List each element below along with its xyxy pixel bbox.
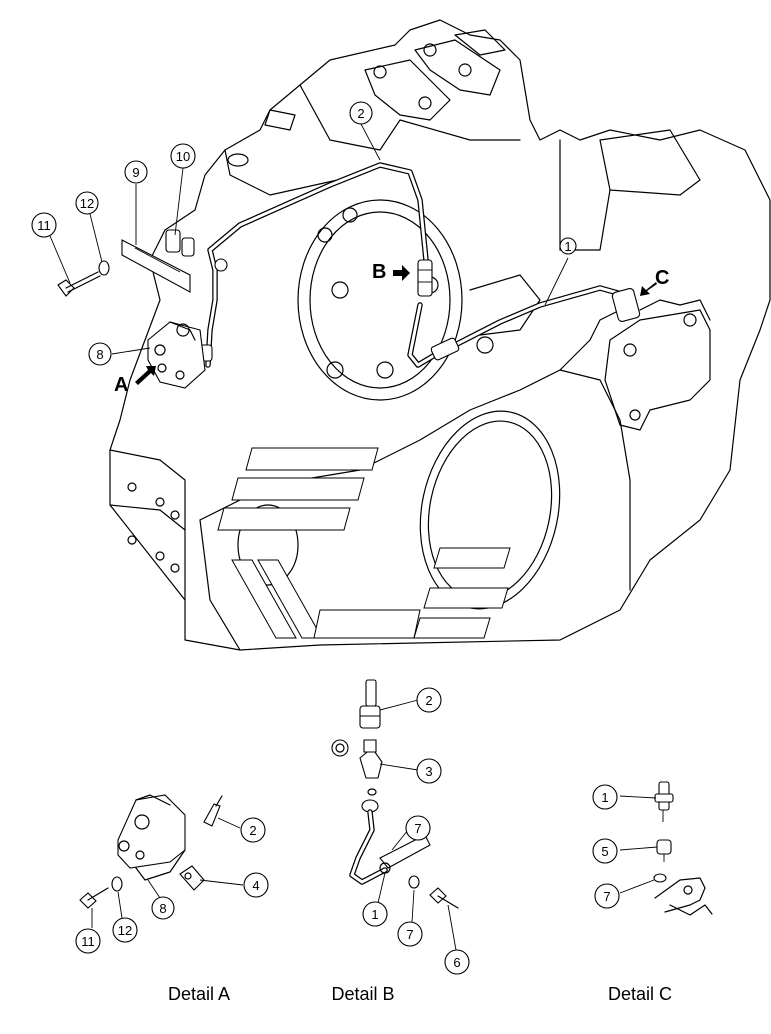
elbow-fitting-b	[417, 259, 433, 297]
callout-number: 8	[96, 347, 103, 362]
callout-number: 2	[425, 693, 432, 708]
callout-number: 1	[371, 907, 378, 922]
callout-c-main-2: 2	[349, 101, 373, 125]
bolt-and-washer	[57, 260, 110, 297]
detail-b-label: Detail B	[331, 984, 394, 1004]
main-leaders	[49, 123, 569, 355]
callout-c-b-7b: 7	[397, 921, 423, 947]
callout-c-c-7: 7	[594, 883, 620, 909]
callout-number: 7	[414, 821, 421, 836]
view-arrow-a	[135, 366, 156, 385]
callout-c-main-12: 12	[75, 191, 99, 215]
callout-circle	[124, 160, 148, 184]
callout-number: 12	[118, 923, 132, 938]
callout-circle	[362, 901, 388, 927]
callout-circle	[31, 212, 57, 238]
view-arrows	[135, 265, 657, 385]
callout-c-main-9: 9	[124, 160, 148, 184]
view-marker-a: A	[114, 374, 128, 396]
callout-circle	[112, 917, 138, 943]
callout-number: 11	[81, 934, 95, 949]
callout-circle	[559, 237, 577, 255]
callout-c-c-1: 1	[592, 784, 618, 810]
callout-circle	[151, 896, 175, 920]
callout-c-b-7a: 7	[405, 815, 431, 841]
callout-number: 3	[425, 764, 432, 779]
view-arrow-b	[393, 265, 410, 281]
callout-c-c-5: 5	[592, 838, 618, 864]
callout-circle	[416, 687, 442, 713]
callout-number: 12	[80, 196, 94, 211]
tee-fitting	[430, 337, 460, 361]
callout-number: 5	[601, 844, 608, 859]
detail-c-drawing	[619, 781, 713, 916]
callout-circle	[240, 817, 266, 843]
callout-c-b-3: 3	[416, 758, 442, 784]
callout-number: 1	[601, 790, 608, 805]
callout-c-main-1: 1	[559, 237, 577, 255]
detail-a-label: Detail A	[168, 984, 230, 1004]
side-cover	[604, 299, 711, 431]
detail-c-label: Detail C	[608, 984, 672, 1004]
callout-circle	[592, 838, 618, 864]
callout-c-b-1: 1	[362, 901, 388, 927]
callout-circle	[397, 921, 423, 947]
callout-c-b-2: 2	[416, 687, 442, 713]
bracket-clamp	[121, 229, 195, 293]
callout-number: 2	[249, 823, 256, 838]
callout-number: 1	[564, 239, 571, 254]
callout-number: 4	[252, 878, 259, 893]
callout-circle	[592, 784, 618, 810]
clamp-bolt	[214, 258, 228, 272]
callout-number: 11	[37, 218, 51, 233]
callout-c-main-11: 11	[31, 212, 57, 238]
detail-b-drawing	[331, 679, 459, 951]
callout-number: 9	[132, 165, 139, 180]
view-arrow-c	[640, 282, 657, 296]
connector-c	[611, 288, 641, 322]
callout-circle	[243, 872, 269, 898]
callout-circle	[75, 928, 101, 954]
callout-c-a-2: 2	[240, 817, 266, 843]
callouts: 2 1 9 10 11 12 8 2 4 8 11 12 2 3 7 1 7 6 1 5 7	[31, 101, 620, 975]
callout-c-main-8: 8	[88, 342, 112, 366]
valve-block	[147, 321, 206, 389]
callout-number: 7	[406, 927, 413, 942]
callout-number: 8	[159, 901, 166, 916]
callout-circle	[444, 949, 470, 975]
callout-c-b-6: 6	[444, 949, 470, 975]
view-marker-c: C	[655, 267, 669, 289]
callout-number: 6	[453, 955, 460, 970]
callout-number: 2	[357, 106, 364, 121]
detail-a-drawing	[79, 794, 244, 928]
callout-c-a-8: 8	[151, 896, 175, 920]
view-marker-b: B	[372, 261, 386, 283]
callout-circle	[170, 143, 196, 169]
callout-c-a-4: 4	[243, 872, 269, 898]
watermark	[217, 447, 511, 639]
tube-assembly	[205, 162, 628, 368]
callout-c-main-10: 10	[170, 143, 196, 169]
callout-number: 10	[176, 149, 190, 164]
callout-circle	[75, 191, 99, 215]
callout-c-a-12: 12	[112, 917, 138, 943]
callout-circle	[349, 101, 373, 125]
callout-circle	[405, 815, 431, 841]
callout-circle	[416, 758, 442, 784]
callout-circle	[88, 342, 112, 366]
callout-circle	[594, 883, 620, 909]
callout-c-a-11: 11	[75, 928, 101, 954]
callout-number: 7	[603, 889, 610, 904]
